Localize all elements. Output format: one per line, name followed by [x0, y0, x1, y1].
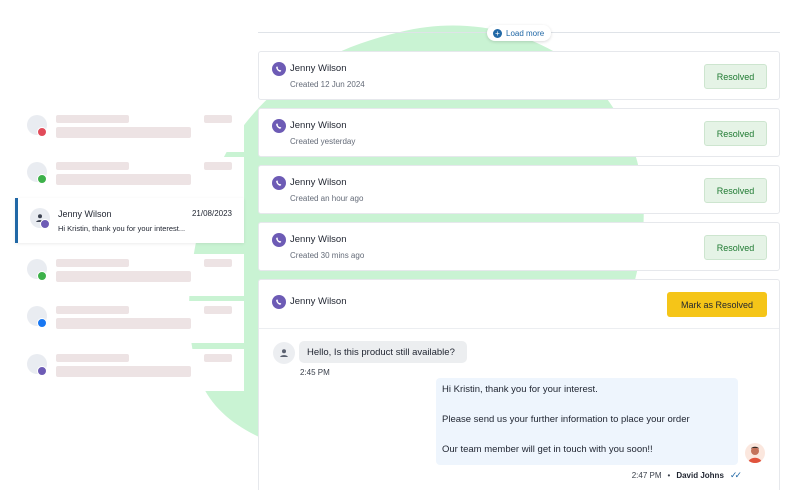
double-check-icon: ✓✓ [729, 470, 742, 480]
skeleton-line [56, 271, 191, 282]
viber-icon [272, 295, 286, 309]
skeleton-line [204, 162, 232, 170]
skeleton-line [204, 115, 232, 123]
ticket-name: Jenny Wilson [290, 120, 347, 131]
resolved-button[interactable]: Resolved [704, 64, 767, 89]
conversation-item[interactable] [15, 110, 244, 152]
ticket-name: Jenny Wilson [290, 296, 347, 307]
agent-avatar [745, 443, 765, 463]
load-more-label: Load more [506, 28, 545, 38]
conversation-item[interactable] [15, 301, 244, 343]
ticket-created: Created an hour ago [290, 194, 364, 203]
instagram-icon [37, 127, 47, 137]
resolved-button[interactable]: Resolved [704, 235, 767, 260]
ticket-created: Created 30 mins ago [290, 251, 365, 260]
conversation-item[interactable] [15, 349, 244, 391]
ticket-card[interactable]: Jenny Wilson Created yesterday Resolved [258, 108, 780, 157]
conversation-list: Jenny Wilson 21/08/2023 Hi Kristin, than… [0, 0, 250, 490]
incoming-message: Hello, Is this product still available? [299, 341, 467, 363]
facebook-icon [37, 318, 47, 328]
skeleton-line [56, 259, 129, 267]
outgoing-message: Hi Kristin, thank you for your interest.… [436, 378, 738, 465]
mark-as-resolved-button[interactable]: Mark as Resolved [667, 292, 767, 317]
outgoing-meta: 2:47 PM • David Johns ✓✓ [631, 470, 742, 481]
ticket-card[interactable]: Jenny Wilson Created 30 mins ago Resolve… [258, 222, 780, 271]
viber-icon [272, 119, 286, 133]
skeleton-line [56, 318, 191, 329]
ticket-card[interactable]: Jenny Wilson Created an hour ago Resolve… [258, 165, 780, 214]
customer-avatar [273, 342, 295, 364]
skeleton-line [56, 174, 191, 185]
outgoing-line: Our team member will get in touch with y… [442, 444, 653, 455]
whatsapp-icon [37, 271, 47, 281]
ticket-created: Created yesterday [290, 137, 356, 146]
outgoing-time: 2:47 PM [631, 471, 662, 480]
open-ticket-header: Jenny Wilson Mark as Resolved [259, 280, 779, 329]
viber-icon [37, 366, 47, 376]
ticket-card[interactable]: Jenny Wilson Created 12 Jun 2024 Resolve… [258, 51, 780, 100]
skeleton-line [56, 127, 191, 138]
conversation-item[interactable] [15, 254, 244, 296]
resolved-button[interactable]: Resolved [704, 178, 767, 203]
viber-icon [272, 176, 286, 190]
skeleton-line [56, 306, 129, 314]
incoming-time: 2:45 PM [300, 368, 330, 377]
ticket-created: Created 12 Jun 2024 [290, 80, 365, 89]
load-more-button[interactable]: + Load more [487, 25, 552, 41]
conversation-item-active[interactable]: Jenny Wilson 21/08/2023 Hi Kristin, than… [15, 198, 244, 243]
user-icon [280, 349, 288, 357]
meta-separator: • [667, 471, 671, 480]
agent-name: David Johns [676, 471, 724, 480]
skeleton-line [56, 354, 129, 362]
skeleton-line [204, 306, 232, 314]
conversation-date: 21/08/2023 [191, 209, 232, 218]
whatsapp-icon [37, 174, 47, 184]
viber-icon [272, 233, 286, 247]
ticket-name: Jenny Wilson [290, 177, 347, 188]
outgoing-line: Hi Kristin, thank you for your interest. [442, 384, 598, 395]
plus-icon: + [493, 28, 502, 38]
skeleton-line [56, 366, 191, 377]
ticket-name: Jenny Wilson [290, 63, 347, 74]
skeleton-line [204, 354, 232, 362]
conversation-preview: Hi Kristin, thank you for your interest.… [58, 224, 186, 233]
skeleton-line [56, 162, 129, 170]
skeleton-line [204, 259, 232, 267]
resolved-button[interactable]: Resolved [704, 121, 767, 146]
open-ticket: Jenny Wilson Mark as Resolved Hello, Is … [258, 279, 780, 490]
conversation-name: Jenny Wilson [58, 209, 112, 219]
conversation-item[interactable] [15, 157, 244, 199]
ticket-name: Jenny Wilson [290, 234, 347, 245]
viber-icon [272, 62, 286, 76]
skeleton-line [56, 115, 129, 123]
viber-icon [40, 219, 50, 229]
outgoing-line: Please send us your further information … [442, 414, 690, 425]
